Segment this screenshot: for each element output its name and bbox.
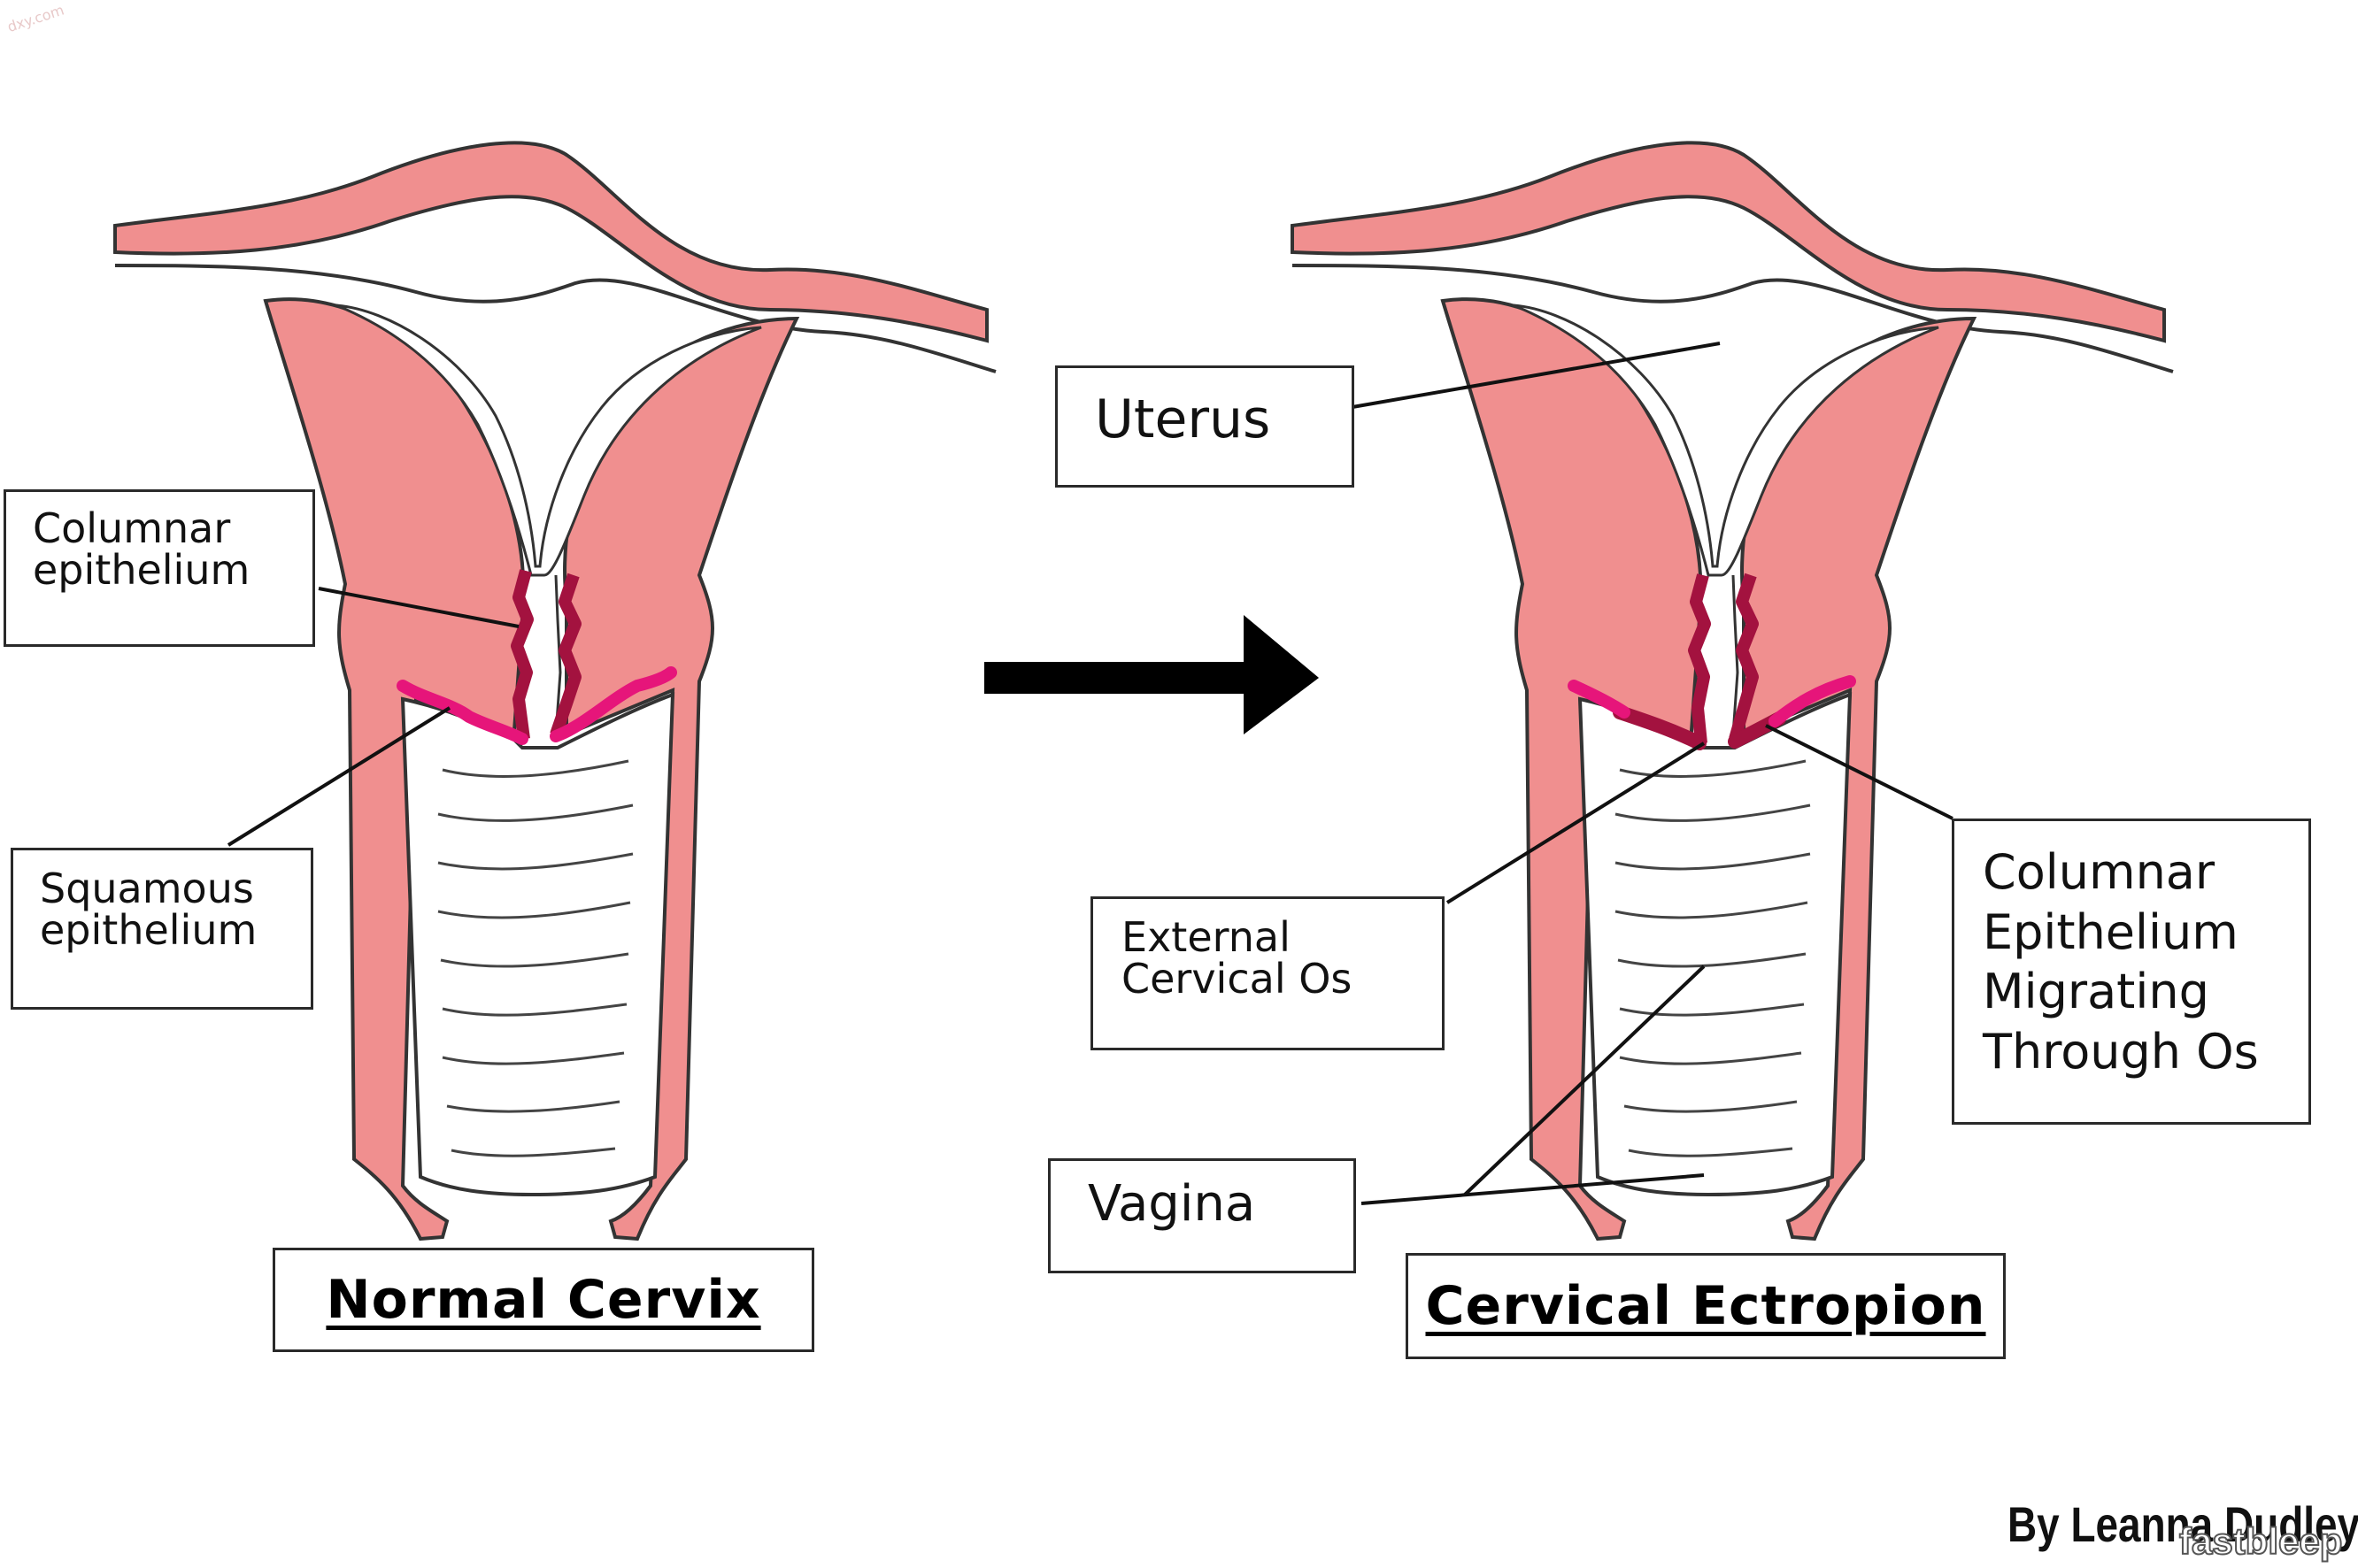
label-uterus: Uterus	[1055, 365, 1354, 488]
normal-cervix-title: Normal Cervix	[326, 1269, 761, 1331]
leader-migrating	[1765, 724, 1953, 820]
author-credit: By Leanna Dudley	[2007, 1496, 2358, 1552]
squamous-epithelium-right-ectropion	[1768, 675, 1856, 727]
label-vagina: Vagina	[1048, 1158, 1356, 1273]
label-squamous-epithelium: Squamous epithelium	[11, 848, 313, 1010]
leader-vagina-1	[1360, 1173, 1705, 1205]
normal-cervix-illustration	[113, 141, 998, 1241]
squamous-epithelium-left	[397, 680, 528, 745]
leader-squamous	[227, 706, 451, 847]
leader-vagina-2	[1463, 965, 1706, 1196]
normal-cervix-title-box: Normal Cervix	[273, 1248, 814, 1352]
fastbleep-logo: fastbleep	[2178, 1519, 2343, 1563]
squamous-epithelium-right	[550, 666, 677, 742]
squamous-epithelium-left-ectropion	[1568, 680, 1630, 719]
cervical-ectropion-title: Cervical Ectropion	[1425, 1275, 1986, 1337]
ectropion-illustration	[1291, 141, 2175, 1241]
label-external-cervical-os: External Cervical Os	[1090, 896, 1445, 1050]
label-columnar-migrating: Columnar Epithelium Migrating Through Os	[1952, 819, 2311, 1125]
cervical-ectropion-title-box: Cervical Ectropion	[1406, 1253, 2006, 1359]
label-columnar-epithelium: Columnar epithelium	[4, 489, 315, 647]
columnar-epithelium-right	[550, 573, 582, 737]
columnar-epithelium-left-ectropion	[1688, 573, 1711, 744]
leader-columnar	[318, 587, 520, 628]
columnar-epithelium-right-ectropion	[1729, 573, 1759, 741]
leader-external-os	[1445, 742, 1706, 904]
leader-lines	[227, 342, 1953, 1205]
leader-uterus	[1352, 342, 1721, 409]
columnar-epithelium-left	[511, 569, 534, 740]
transition-arrow	[984, 615, 1319, 734]
